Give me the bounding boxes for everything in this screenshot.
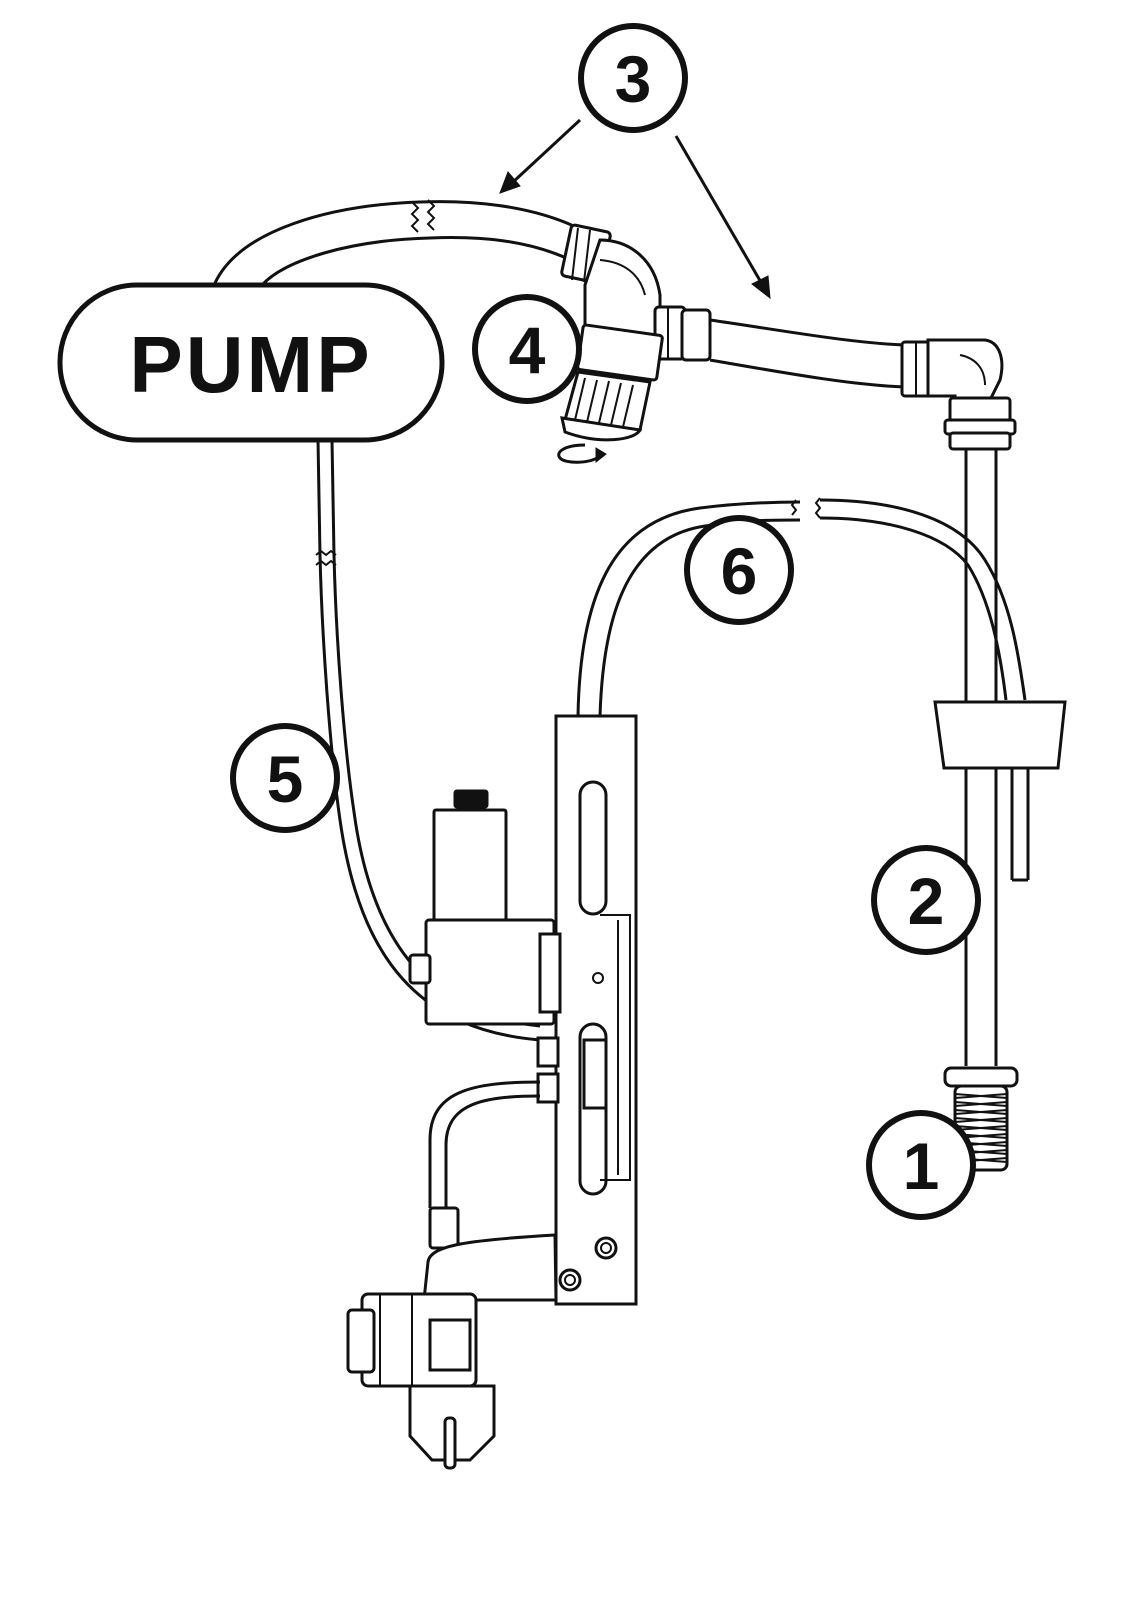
callout-1: 1	[866, 1110, 976, 1220]
callout-3: 3	[578, 23, 688, 133]
pump-box: PUMP	[57, 282, 445, 443]
callout-3-number: 3	[615, 42, 652, 116]
elbow-fitting	[900, 338, 1017, 451]
callout-6-number: 6	[721, 534, 758, 608]
tube-tee-to-elbow	[709, 318, 906, 389]
tube-to-nozzle	[428, 1080, 541, 1250]
callout-2: 2	[871, 845, 981, 955]
nozzle-assembly	[346, 1233, 558, 1470]
callout-5: 5	[230, 723, 340, 833]
valve-barbs	[536, 1036, 560, 1104]
callout-3-arrows	[499, 118, 771, 300]
callout-2-number: 2	[908, 864, 945, 938]
callout-4: 4	[472, 294, 582, 404]
tee-fitting	[560, 223, 712, 362]
callout-1-number: 1	[903, 1129, 940, 1203]
mounting-bracket	[554, 714, 638, 1306]
pump-label: PUMP	[129, 320, 372, 409]
rotate-arrow-icon	[557, 443, 607, 464]
tube-pump-to-tee	[213, 199, 579, 287]
tube-return	[576, 497, 1027, 717]
callout-6: 6	[684, 515, 794, 625]
suction-tube	[933, 450, 1067, 1066]
solenoid-valve	[408, 789, 562, 1026]
callout-4-number: 4	[509, 313, 546, 387]
callout-5-number: 5	[267, 742, 304, 816]
